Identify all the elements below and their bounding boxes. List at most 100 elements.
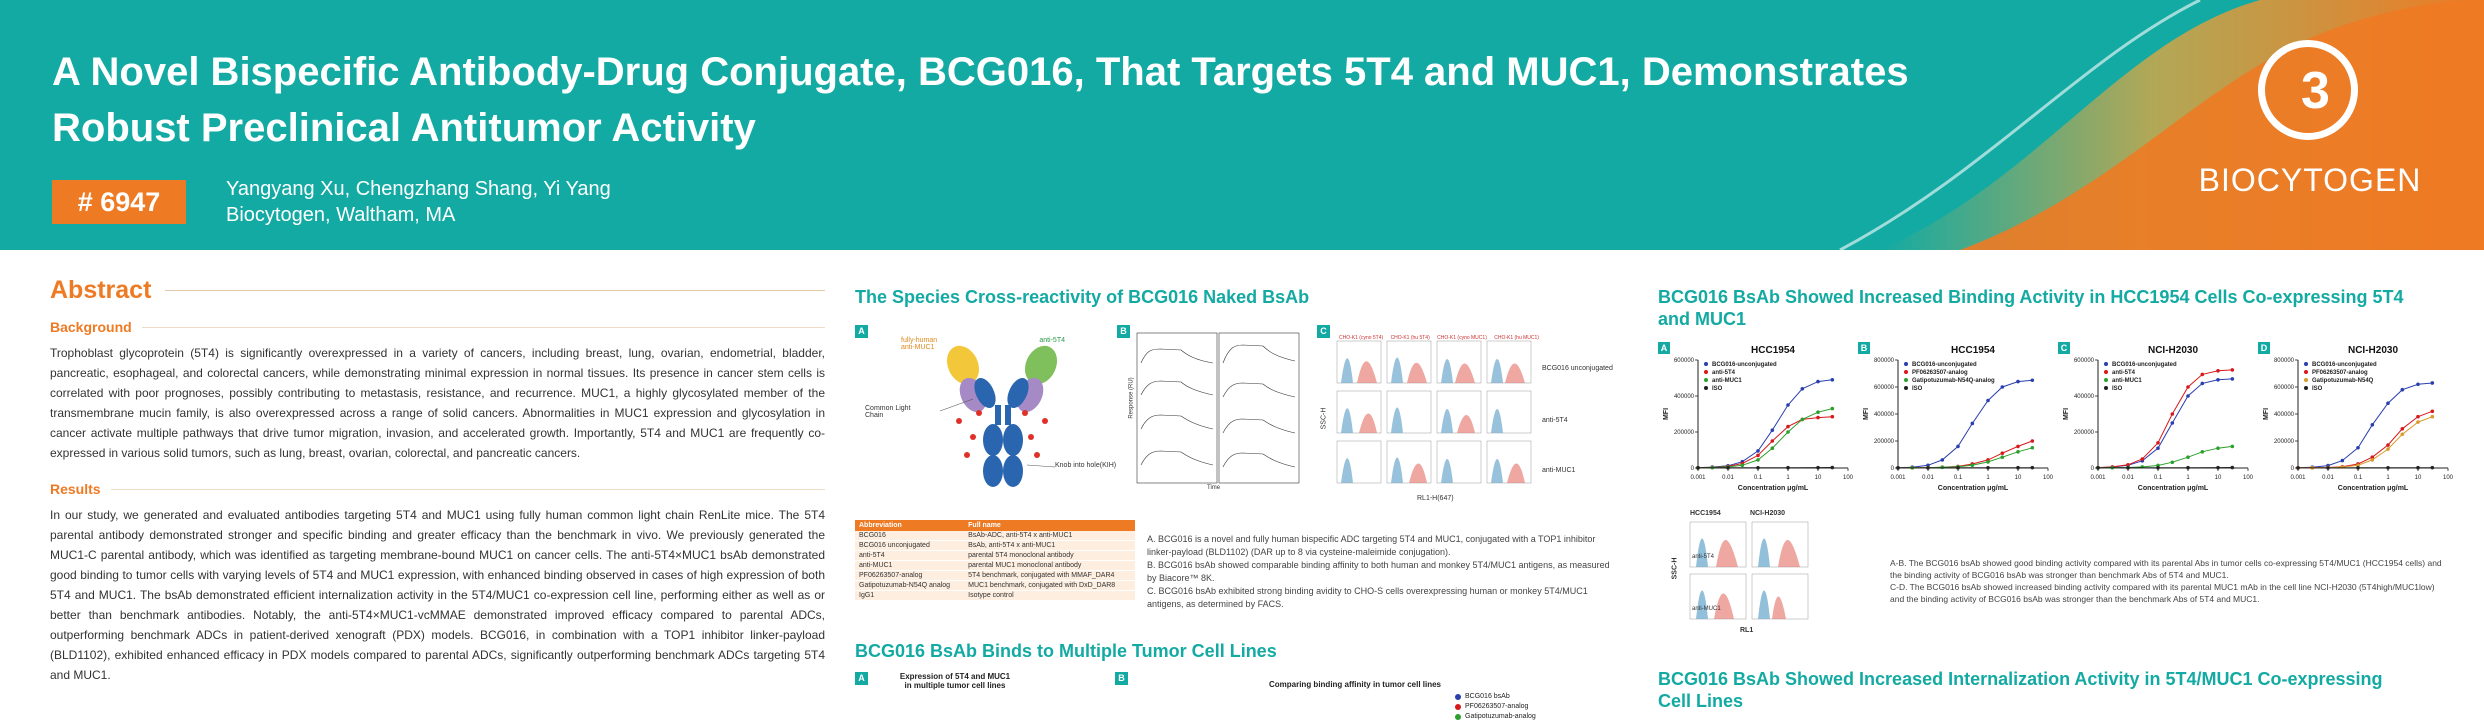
spr-sensorgrams: [1136, 332, 1300, 484]
x-tick-label: 0.001: [2090, 475, 2106, 481]
x-tick-label: 0.001: [2290, 475, 2306, 481]
caption-b: B. BCG016 bsAb showed comparable binding…: [1147, 560, 1610, 583]
y-tick-label: 600000: [2074, 358, 2095, 364]
table-header: Full name: [964, 520, 1135, 531]
spr-x-axis-label: Time: [1207, 485, 1221, 491]
legend-entry: Gatipotuzumab-analog: [1455, 712, 1536, 720]
tumor-panels: A Expression of 5T4 and MUC1 in multiple…: [855, 672, 1635, 720]
table-cell: BsAb-ADC, anti-5T4 x anti-MUC1: [964, 531, 1135, 541]
data-point: [1970, 421, 1975, 426]
series-line: [1897, 379, 2033, 469]
panel-label: B: [1115, 672, 1128, 685]
data-point: [1956, 466, 1960, 470]
y-tick-label: 400000: [1674, 394, 1695, 400]
x-tick-label: 1: [2386, 475, 2390, 481]
x-tick-label: 1: [1786, 475, 1790, 481]
data-point: [1970, 463, 1975, 468]
facs-histogram-panel: C CHO-K1 (cy: [1317, 325, 1617, 505]
legend-label: BCG016-unconjugated: [1912, 362, 1977, 368]
data-point: [2186, 465, 2190, 470]
poster-header: A Novel Bispecific Antibody-Drug Conjuga…: [0, 0, 2484, 250]
legend-label: PF06263507-analog: [1465, 703, 1529, 710]
data-point: [1986, 460, 1990, 464]
data-point: [1926, 466, 1930, 470]
species-section-title: The Species Cross-reactivity of BCG016 N…: [855, 287, 1310, 307]
x-tick-label: 0.001: [1690, 475, 1706, 481]
x-tick-label: 1: [2186, 475, 2190, 481]
data-point: [2216, 465, 2220, 470]
abstract-heading-row: Abstract: [50, 276, 825, 305]
heading-rule: [165, 290, 825, 291]
chart-title-line: in multiple tumor cell lines: [904, 681, 1006, 690]
data-point: [1830, 378, 1835, 382]
legend-label: anti-MUC1: [1712, 378, 1742, 384]
facs-row-label: anti-MUC1: [1542, 467, 1576, 474]
y-tick-label: 200000: [1874, 439, 1895, 445]
tumor-section-title: BCG016 BsAb Binds to Multiple Tumor Cell…: [855, 641, 1277, 661]
y-tick-label: 200000: [2274, 439, 2295, 445]
data-point: [2030, 465, 2035, 470]
table-cell: PF06263507-analog: [855, 570, 965, 581]
flow-row-label: anti-MUC1: [1692, 606, 1721, 612]
flow-cytometry-grid: HCC1954 NCI-H2030 anti-5T4 anti-MUC1 RL1…: [1671, 510, 1828, 634]
x-tick-label: 10: [1815, 475, 1822, 481]
x-axis-label: Concentration μg/mL: [1938, 485, 2009, 492]
flow-y-axis-label: SSC-H: [1671, 557, 1679, 580]
data-point: [1756, 449, 1760, 453]
series-line: [2097, 445, 2233, 469]
table-cell: BCG016 unconjugated: [855, 540, 965, 551]
data-point: [2156, 446, 2160, 450]
legend-label: BCG016-unconjugated: [2112, 362, 2177, 368]
facs-col-header: CHO-K1 (hu 5T4): [1390, 335, 1430, 341]
legend-marker: [1704, 362, 1708, 366]
poster-number-badge: # 6947: [52, 180, 186, 224]
data-point: [2170, 421, 2175, 425]
legend-label: Gatipotuzumab-N54Q-analog: [1912, 378, 1995, 384]
data-point: [1696, 466, 1700, 470]
data-point: [1956, 444, 1960, 449]
spr-sensorgram-panel: B Response (RU) Time: [1117, 325, 1307, 500]
series-line: [2297, 410, 2433, 469]
table-cell: MUC1 benchmark, conjugated with DxD_DAR8: [964, 580, 1135, 591]
data-point: [2016, 465, 2020, 470]
x-tick-label: 100: [2043, 475, 2054, 481]
facs-histogram-grid: [1336, 340, 1532, 484]
data-point: [1986, 398, 1990, 403]
table-cell: Isotype control: [964, 590, 1135, 601]
table-cell: anti-MUC1: [855, 560, 965, 571]
background-heading-row: Background: [50, 319, 825, 335]
panel-label-box: [1858, 342, 1870, 354]
author-block: Yangyang Xu, Chengzhang Shang, Yi Yang B…: [226, 176, 611, 228]
data-point: [2216, 378, 2220, 382]
x-tick-label: 1: [1986, 475, 1990, 481]
title-line-1: A Novel Bispecific Antibody-Drug Conjuga…: [52, 50, 1909, 94]
data-point: [2326, 466, 2330, 470]
data-point: [2170, 412, 2175, 416]
data-point: [2170, 460, 2175, 465]
data-point: [2400, 432, 2405, 437]
legend-label: BCG016-unconjugated: [1712, 362, 1777, 368]
x-axis-label: Concentration μg/mL: [1738, 485, 1809, 492]
legend-label: anti-MUC1: [2112, 378, 2142, 384]
table-header-row: Abbreviation Full name: [855, 520, 1135, 531]
background-heading: Background: [50, 319, 132, 335]
data-point: [2016, 450, 2020, 454]
caption-c: C. BCG016 bsAb exhibited strong binding …: [1147, 586, 1588, 609]
chart-title-line: Expression of 5T4 and MUC1: [899, 672, 1011, 681]
table-cell: BsAb, anti-5T4 x anti-MUC1: [964, 540, 1135, 551]
title-line-2: Robust Preclinical Antitumor Activity: [52, 106, 756, 150]
background-paragraph: Trophoblast glycoprotein (5T4) is signif…: [50, 346, 825, 460]
data-point: [2186, 385, 2190, 389]
facs-col-header: CHO-K1 (cyno 5T4): [1339, 335, 1384, 341]
x-tick-label: 10: [2415, 475, 2422, 481]
x-tick-label: 0.01: [2122, 475, 2134, 481]
data-point: [2430, 409, 2435, 414]
binding-section-title: BCG016 BsAb Showed Increased Binding Act…: [1658, 286, 2458, 330]
data-point: [1816, 465, 1820, 470]
legend-marker: [1704, 386, 1708, 390]
series-line: [2097, 369, 2233, 469]
data-point: [2216, 446, 2220, 450]
subheading-rule: [110, 488, 825, 490]
legend-label: PF06263507-analog: [1912, 370, 1968, 376]
